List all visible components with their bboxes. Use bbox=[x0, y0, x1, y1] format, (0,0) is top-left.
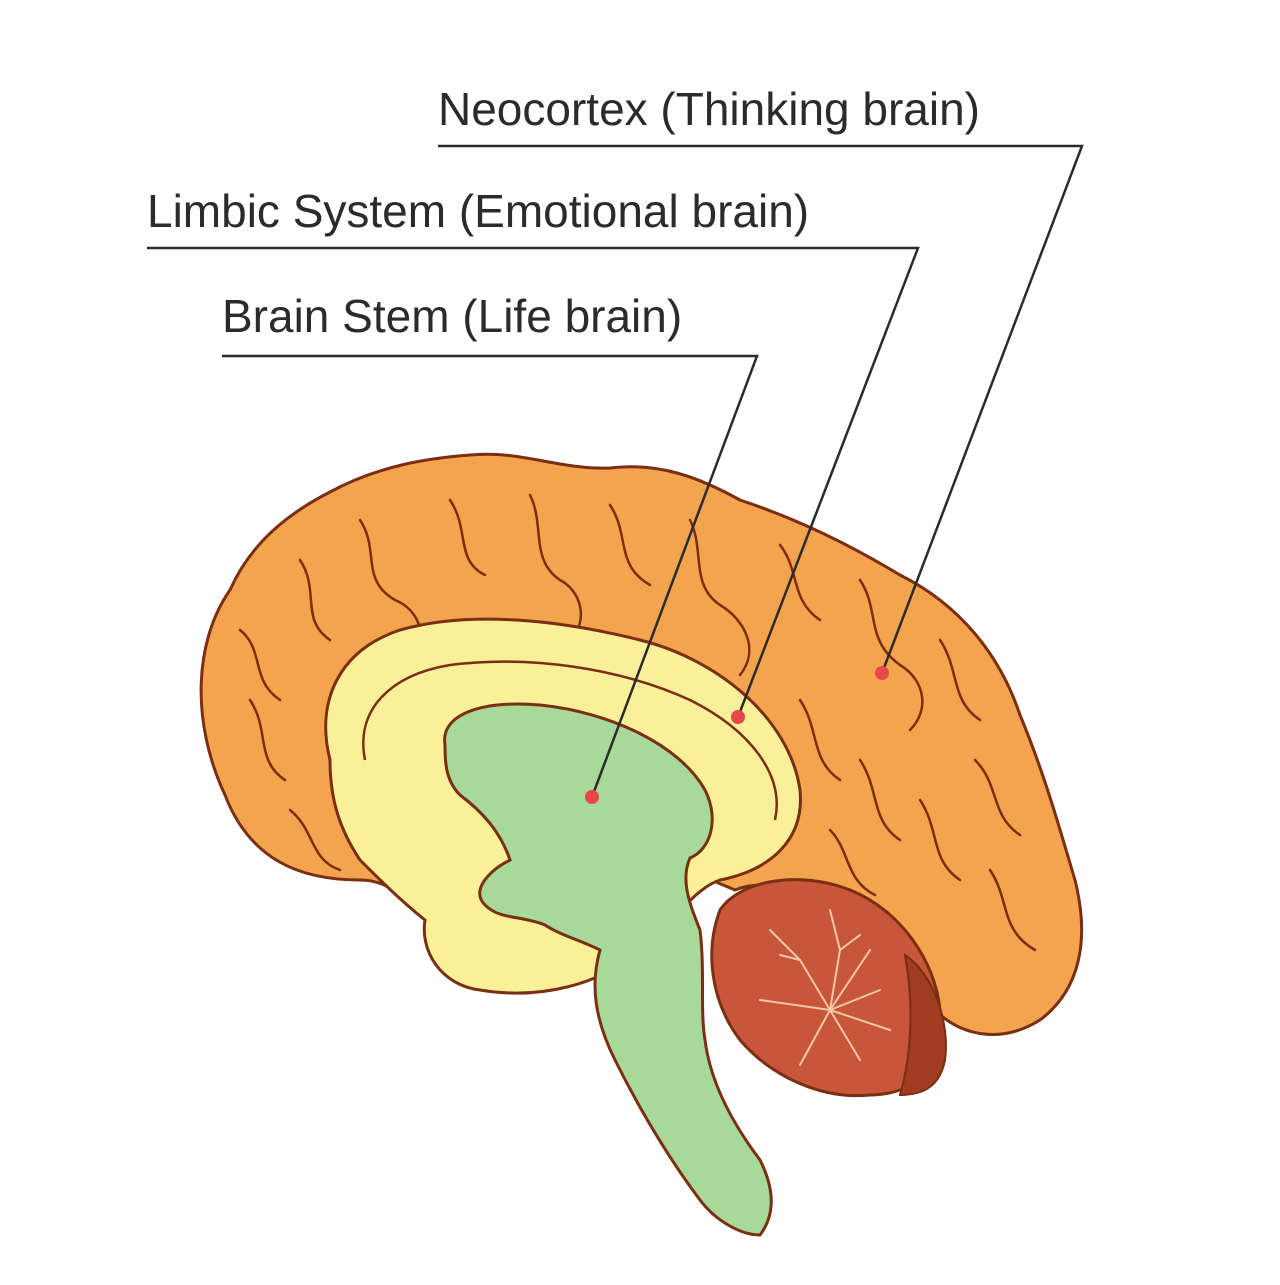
marker-neocortex bbox=[875, 666, 889, 680]
leader-line-limbic bbox=[147, 246, 920, 718]
cerebellum-side bbox=[898, 952, 947, 1097]
marker-brainstem bbox=[585, 790, 599, 804]
limbic-inner-line bbox=[362, 660, 778, 821]
leader-line-brainstem bbox=[222, 354, 759, 798]
label-neocortex: Neocortex (Thinking brain) bbox=[438, 83, 981, 135]
marker-limbic bbox=[731, 710, 745, 724]
label-brain-stem: Brain Stem (Life brain) bbox=[222, 290, 683, 342]
arbor-vitae bbox=[759, 909, 891, 1066]
label-limbic-system: Limbic System (Emotional brain) bbox=[147, 185, 810, 237]
brainstem-region bbox=[443, 702, 773, 1237]
leader-line-neocortex bbox=[438, 144, 1084, 674]
leader-lines bbox=[147, 144, 1084, 798]
